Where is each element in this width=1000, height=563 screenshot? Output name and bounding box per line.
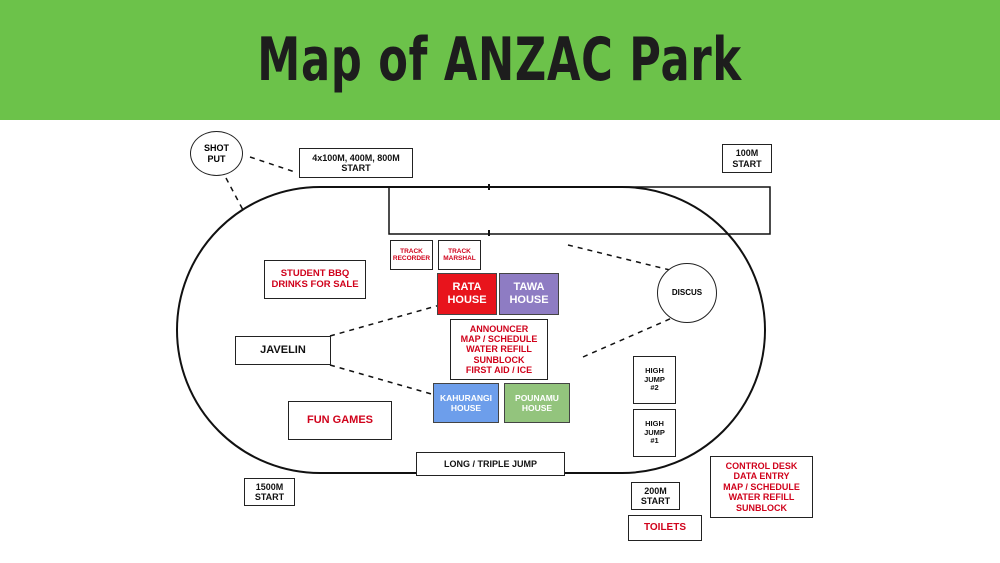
fun-games-label: FUN GAMES	[288, 401, 392, 440]
tawa-house-zone: TAWA HOUSE	[499, 273, 559, 315]
discus-path-lower	[582, 317, 673, 358]
student-bbq-label: STUDENT BBQ DRINKS FOR SALE	[264, 260, 366, 299]
running-track	[176, 186, 766, 474]
discus-path-upper	[567, 244, 671, 271]
relay-start-label: 4x100M, 400M, 800M START	[299, 148, 413, 178]
javelin-path-lower	[329, 364, 436, 396]
javelin-path-upper	[329, 304, 441, 337]
shot-put-circle: SHOT PUT	[190, 131, 243, 176]
high-jump-1-label: HIGH JUMP #1	[633, 409, 676, 457]
title-banner: Map of ANZAC Park	[0, 0, 1000, 120]
pounamu-house-zone: POUNAMU HOUSE	[504, 383, 570, 423]
high-jump-2-label: HIGH JUMP #2	[633, 356, 676, 404]
announcer-station: ANNOUNCER MAP / SCHEDULE WATER REFILL SU…	[450, 319, 548, 380]
start-1500m-label: 1500M START	[244, 478, 295, 506]
page-title: Map of ANZAC Park	[257, 25, 743, 95]
control-desk-station: CONTROL DESK DATA ENTRY MAP / SCHEDULE W…	[710, 456, 813, 518]
discus-circle: DISCUS	[657, 263, 717, 323]
rata-house-zone: RATA HOUSE	[437, 273, 497, 315]
dashed-paths	[225, 156, 673, 396]
long-triple-jump-label: LONG / TRIPLE JUMP	[416, 452, 565, 476]
track-recorder-label: TRACK RECORDER	[390, 240, 433, 270]
kahurangi-house-zone: KAHURANGI HOUSE	[433, 383, 499, 423]
track-marshal-label: TRACK MARSHAL	[438, 240, 481, 270]
shotput-path-down	[225, 177, 244, 211]
toilets-label: TOILETS	[628, 515, 702, 541]
javelin-label: JAVELIN	[235, 336, 331, 365]
shotput-path-right	[249, 156, 296, 173]
straight-lanes	[388, 186, 771, 235]
start-100m-label: 100M START	[722, 144, 772, 173]
start-200m-label: 200M START	[631, 482, 680, 510]
